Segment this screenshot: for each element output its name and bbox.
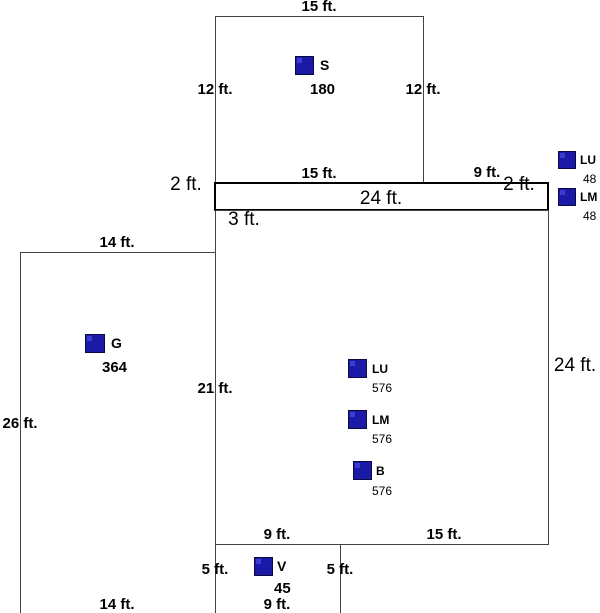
area-code-g: G [111,335,122,351]
area-code-main-b: B [376,464,385,478]
area-value-strip-lm: 48 [583,209,597,223]
dim-main-top-left: 3 ft. [228,209,260,230]
dim-s-top: 15 ft. [301,0,336,15]
area-marker-main-lm: LM 576 [348,410,392,446]
square-marker-highlight [560,153,565,158]
area-code-main-lu: LU [372,362,388,376]
area-code-strip-lm: LM [580,190,597,204]
dim-main-left: 21 ft. [197,380,232,397]
dim-v-left: 5 ft. [202,561,229,578]
area-marker-strip-lu: LU 48 [558,151,597,186]
square-marker-highlight [297,58,302,63]
area-code-main-lm: LM [372,413,389,427]
area-marker-strip-lm: LM 48 [558,188,597,223]
area-code-s: S [320,57,329,73]
area-value-main-b: 576 [372,484,392,498]
square-marker-highlight [560,190,565,195]
square-marker-highlight [256,559,261,564]
square-marker-highlight [87,336,92,341]
area-value-v: 45 [274,580,291,597]
dim-strip-top-right: 9 ft. [474,164,501,181]
area-marker-v: V 45 [254,557,291,597]
main-room-outline [215,210,549,545]
dim-strip-left: 2 ft. [170,174,202,195]
dim-main-bottom-left: 9 ft. [264,526,291,543]
area-marker-s: S 180 [295,56,335,98]
dim-g-top: 14 ft. [99,234,134,251]
dim-g-bottom: 14 ft. [99,596,134,613]
dim-s-bottom: 15 ft. [301,165,336,182]
area-marker-main-b: B 576 [353,461,392,498]
area-value-g: 364 [102,359,128,376]
square-marker-highlight [355,463,360,468]
square-marker-highlight [350,361,355,366]
area-code-strip-lu: LU [580,153,596,167]
area-code-v: V [277,558,287,574]
area-value-s: 180 [310,81,335,98]
dim-strip-right: 2 ft. [503,174,535,195]
area-value-strip-lu: 48 [583,172,597,186]
dim-main-right: 24 ft. [554,355,596,376]
square-marker-highlight [350,412,355,417]
area-value-main-lu: 576 [372,381,392,395]
dim-v-bottom: 9 ft. [264,596,291,613]
area-marker-main-lu: LU 576 [348,359,392,395]
area-value-main-lm: 576 [372,432,392,446]
area-marker-g: G 364 [85,334,128,376]
dim-v-right: 5 ft. [327,561,354,578]
dim-main-bottom-right: 15 ft. [426,526,461,543]
dim-strip-length: 24 ft. [360,188,402,209]
room-g-outline [20,252,216,613]
dim-g-left: 26 ft. [2,415,37,432]
dim-s-right: 12 ft. [405,81,440,98]
room-s-outline [215,16,424,183]
dim-s-left: 12 ft. [197,81,232,98]
